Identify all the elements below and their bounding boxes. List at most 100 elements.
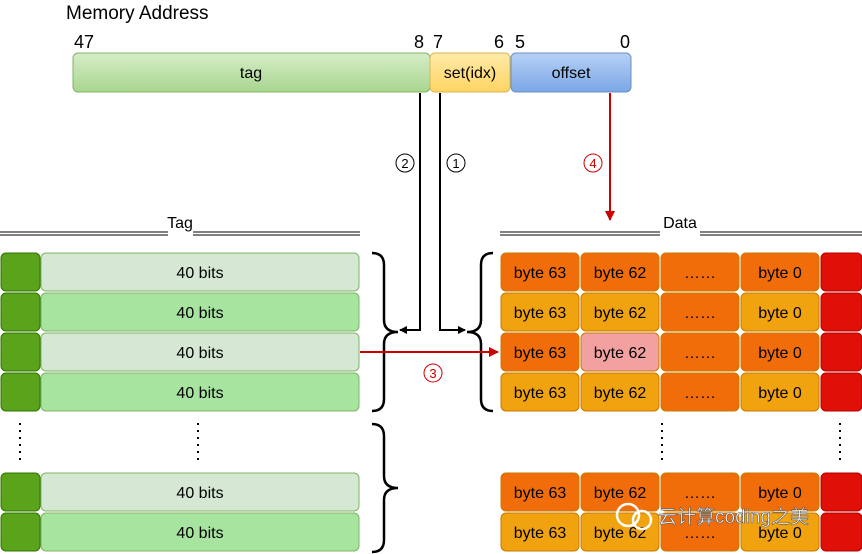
byte-label: byte 0 xyxy=(758,385,802,402)
byte-label: …… xyxy=(684,265,716,282)
step-2-label: 2 xyxy=(395,153,415,173)
byte-cell xyxy=(580,332,660,372)
tag-field-label: tag xyxy=(240,65,262,82)
bit-label-5: 5 xyxy=(515,32,525,52)
byte-label: byte 63 xyxy=(514,305,567,322)
byte-label: …… xyxy=(684,525,716,542)
tag-bits-label: 40 bits xyxy=(176,485,223,502)
byte-cell xyxy=(500,472,580,512)
tag-bits-label: 40 bits xyxy=(176,385,223,402)
tag-array-ellipsis xyxy=(19,423,199,462)
byte-label: …… xyxy=(684,345,716,362)
valid-bit-cell xyxy=(0,372,41,412)
data-row: byte 63 byte 62 …… byte 0 xyxy=(500,372,862,412)
byte-cell xyxy=(660,252,740,292)
tag-bits-label: 40 bits xyxy=(176,265,223,282)
offset-field-label: offset xyxy=(552,65,591,82)
tag-array-header: Tag xyxy=(0,215,360,236)
tag-row: 40 bits xyxy=(0,292,360,332)
tag-array-title: Tag xyxy=(167,215,193,232)
step-4-label: 4 xyxy=(583,153,603,173)
byte-cell xyxy=(740,332,820,372)
data-row: byte 63 byte 62 …… byte 0 xyxy=(500,332,862,372)
byte-cell xyxy=(500,292,580,332)
byte-label: byte 0 xyxy=(758,525,802,542)
byte-label: …… xyxy=(684,485,716,502)
data-set-brace xyxy=(466,251,494,413)
byte-label: …… xyxy=(684,385,716,402)
watermark: 云计算coding之美 xyxy=(615,502,809,531)
byte-label: byte 0 xyxy=(758,485,802,502)
diagram-title: Memory Address xyxy=(66,3,209,24)
byte-cell xyxy=(660,372,740,412)
byte-label: byte 63 xyxy=(514,345,567,362)
bit-label-8: 8 xyxy=(414,32,424,52)
byte-cell xyxy=(740,472,820,512)
data-array-header: Data xyxy=(500,215,862,236)
line-flag-cell xyxy=(820,512,862,552)
byte-cell xyxy=(500,372,580,412)
tag-bits-label: 40 bits xyxy=(176,345,223,362)
byte-label: byte 0 xyxy=(758,265,802,282)
byte-cell xyxy=(660,332,740,372)
tag-bits-cell xyxy=(40,472,360,512)
tag-set-brace xyxy=(371,251,399,554)
byte-cell xyxy=(500,512,580,552)
byte-label: byte 63 xyxy=(514,525,567,542)
byte-cell xyxy=(580,292,660,332)
step-1-number: 1 xyxy=(452,156,459,171)
byte-label: byte 62 xyxy=(594,385,647,402)
tag-row: 40 bits xyxy=(0,332,360,372)
step-1-label: 1 xyxy=(446,153,466,173)
bit-label-6: 6 xyxy=(494,32,504,52)
tag-bits-cell xyxy=(40,512,360,552)
valid-bit-cell xyxy=(0,512,41,552)
tag-field: tag xyxy=(72,52,431,93)
line-flag-cell xyxy=(820,332,862,372)
tag-row: 40 bits xyxy=(0,372,360,412)
tag-bits-cell xyxy=(40,372,360,412)
tag-row: 40 bits xyxy=(0,252,360,292)
byte-cell xyxy=(740,292,820,332)
data-row: byte 63 byte 62 …… byte 0 xyxy=(500,252,862,292)
bit-label-47: 47 xyxy=(74,32,94,52)
step-3-number: 3 xyxy=(429,366,436,381)
data-array-title: Data xyxy=(663,215,697,232)
byte-label: byte 63 xyxy=(514,485,567,502)
tag-row: 40 bits xyxy=(0,512,360,552)
valid-bit-cell xyxy=(0,252,41,292)
byte-label: byte 63 xyxy=(514,265,567,282)
tag-bits-cell xyxy=(40,292,360,332)
line-flag-cell xyxy=(820,472,862,512)
byte-cell xyxy=(660,472,740,512)
byte-label: byte 62 xyxy=(594,305,647,322)
byte-cell xyxy=(580,252,660,292)
byte-cell xyxy=(580,472,660,512)
byte-label: byte 62 xyxy=(594,525,647,542)
tag-bits-cell xyxy=(40,252,360,292)
line-flag-cell xyxy=(820,252,862,292)
byte-cell xyxy=(500,252,580,292)
byte-cell xyxy=(740,512,820,552)
tag-bits-cell xyxy=(40,332,360,372)
bit-label-7: 7 xyxy=(433,32,443,52)
valid-bit-cell xyxy=(0,472,41,512)
step-2-arrow xyxy=(399,93,421,334)
byte-label: byte 0 xyxy=(758,345,802,362)
byte-cell xyxy=(740,252,820,292)
tag-row: 40 bits xyxy=(0,472,360,512)
watermark-text: 云计算coding之美 xyxy=(658,506,809,528)
tag-bits-label: 40 bits xyxy=(176,305,223,322)
tag-array: 40 bits 40 bits 40 bits 40 bits 40 bits 40 bi… xyxy=(0,252,360,552)
data-row: byte 63 byte 62 …… byte 0 xyxy=(500,512,862,552)
byte-cell xyxy=(580,372,660,412)
bit-label-0: 0 xyxy=(620,32,630,52)
data-array-ellipsis xyxy=(661,423,841,462)
byte-label: byte 62 xyxy=(594,345,647,362)
byte-label: byte 63 xyxy=(514,385,567,402)
byte-label: byte 62 xyxy=(594,485,647,502)
byte-label: byte 0 xyxy=(758,305,802,322)
byte-label: byte 62 xyxy=(594,265,647,282)
